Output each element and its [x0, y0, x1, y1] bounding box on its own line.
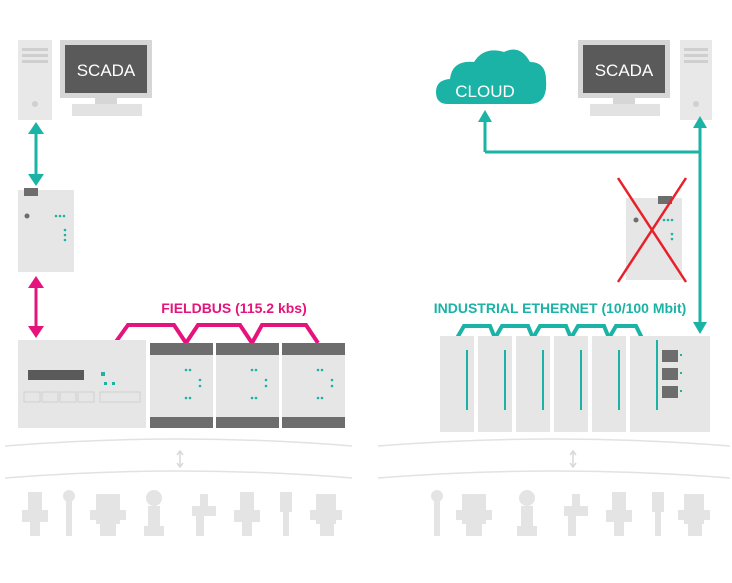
left-tower-pc-icon: [18, 40, 52, 120]
right-scada-label: SCADA: [595, 61, 654, 80]
arrow-to-cloud: [478, 110, 492, 122]
cloud-icon: [436, 49, 547, 104]
cloud-label: CLOUD: [455, 82, 515, 101]
ethernet-bus-connections: [455, 324, 644, 340]
right-teal-network-lines: [483, 118, 702, 322]
right-scada-monitor-icon: [578, 40, 670, 116]
left-scada-label: SCADA: [77, 61, 136, 80]
arrow-to-ethernet-head: [693, 322, 707, 334]
left-scada-monitor-icon: [60, 40, 152, 116]
ethernet-head-module-icon: [630, 336, 710, 432]
left-modem-device-icon: [18, 188, 74, 272]
industrial-ethernet-label: INDUSTRIAL ETHERNET (10/100 Mbit): [434, 300, 687, 316]
left-teal-connection-arrow: [28, 122, 44, 186]
obsolete-modem-device-icon: [626, 196, 682, 280]
ethernet-io-modules-icon: [440, 336, 626, 432]
left-io-module-3-icon: [282, 343, 345, 428]
fieldbus-label: FIELDBUS (115.2 kbs): [161, 300, 307, 316]
left-main-controller-icon: [18, 340, 146, 428]
left-io-module-2-icon: [216, 343, 279, 428]
right-tower-pc-icon: [680, 40, 712, 120]
fieldbus-bus-connections: [113, 323, 320, 345]
arrow-to-right-pc: [693, 116, 707, 128]
left-magenta-connection-arrow: [28, 276, 44, 338]
right-field-separator: [377, 438, 731, 479]
red-cross-mark-icon: [616, 177, 688, 283]
right-field-devices-icon: [431, 490, 710, 536]
left-field-devices-icon: [22, 490, 342, 536]
left-field-separator: [4, 438, 353, 479]
left-io-module-1-icon: [150, 343, 213, 428]
